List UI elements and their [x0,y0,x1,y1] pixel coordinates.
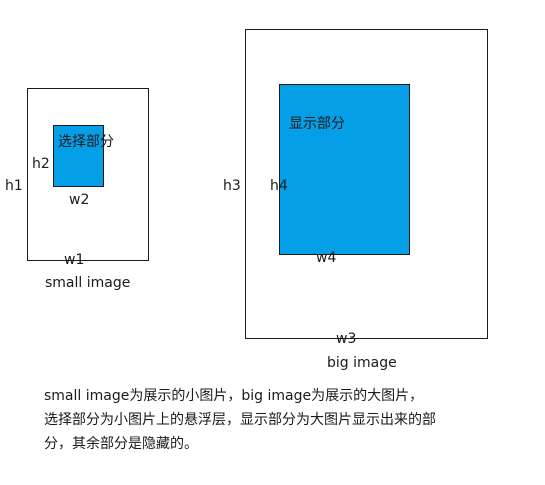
small-outer-width-label: w1 [64,252,85,268]
small-image-caption: small image [45,275,131,291]
big-outer-height-label: h3 [223,178,241,194]
big-outer-width-label: w3 [336,331,357,347]
small-outer-height-label: h1 [5,178,23,194]
description-text: small image为展示的小图片，big image为展示的大图片，选择部分… [44,388,436,452]
selection-height-label: h2 [32,156,50,172]
display-region [279,84,410,255]
selection-width-label: w2 [69,192,90,208]
display-region-label: 显示部分 [289,116,345,132]
selection-region-label: 选择部分 [58,134,114,150]
display-width-label: w4 [316,250,337,266]
big-image-caption: big image [327,355,397,371]
display-height-label: h4 [270,178,288,194]
selection-region [53,125,104,187]
